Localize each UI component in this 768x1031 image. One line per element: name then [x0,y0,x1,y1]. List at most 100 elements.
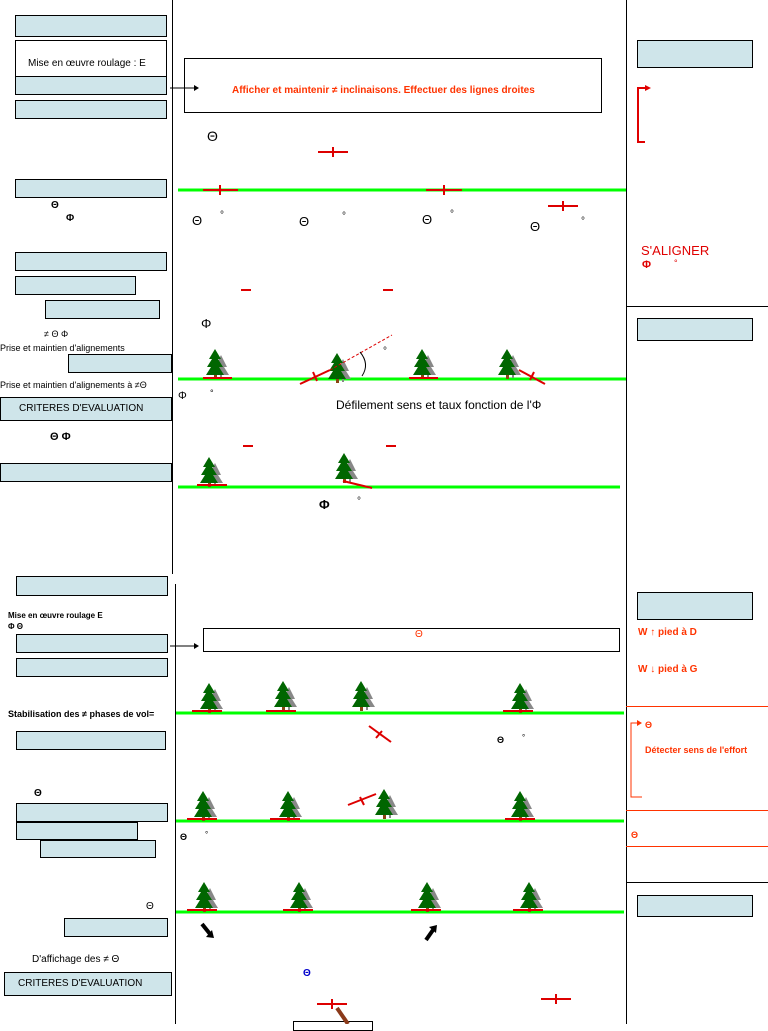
tree-icon [200,683,223,713]
theta-readout-unit: ° [522,733,526,742]
criteres-box-top [0,397,172,421]
phi-label: Φ [66,213,75,224]
banked-wing-right [518,369,546,385]
phi-symbol: Φ [201,316,212,331]
bottom-phi-unit: ° [357,496,361,507]
saligner-phi-sym: Φ [642,259,652,271]
right-divider [626,0,627,1024]
tree-icon [511,683,534,713]
theta-deg-unit: ° [205,830,209,839]
left-box-11 [16,634,168,653]
prise-alignements: Prise et maintien d'alignements [0,343,125,353]
phi-degree-unit: ° [210,388,214,398]
tree-icon [274,681,297,711]
wing-symbol-bottom-2 [541,994,571,1004]
theta-readout-sym: Θ [497,735,505,745]
left-box-10 [16,576,168,596]
left-box-8 [68,354,172,373]
left-box-5 [15,252,167,271]
banked-wing-left [299,369,331,385]
right-separator-red-2 [626,810,768,811]
criteres-label-bottom: CRITERES D'EVALUATION [18,978,143,989]
right-box-2 [637,318,753,341]
bank-angle-arc [359,351,366,377]
left-box-6 [15,276,136,295]
pitch-readout-2-unit: ° [342,211,346,222]
theta-deg-sym: Θ [180,832,188,842]
arrow-to-instruction [170,85,199,91]
pitch-readout-4-unit: ° [581,216,585,227]
up-arrow-icon [424,925,437,942]
pitch-readout-3-sym: Θ [422,212,433,227]
left-box-2 [15,76,167,95]
wing-symbol-4 [548,201,578,211]
pitch-readout-1-sym: Θ [192,213,203,228]
arrow-to-theta-box [170,643,199,649]
climbing-wing-row5 [347,793,377,806]
bottom-phi-sym: Φ [319,497,330,512]
saligner-phi-unit: ° [674,258,678,268]
tree-icon [194,791,217,821]
wing-symbol-1 [318,147,348,157]
left-box-3 [15,100,167,119]
left-box-1 [15,15,167,37]
tree-icon [352,681,375,711]
right-box-3 [637,592,753,620]
theta-left-bottom: Θ [146,901,154,912]
tree-icon [206,349,229,379]
pied-g-text: W ↓ pied à G [638,664,698,675]
tree-icon [200,457,223,487]
left-box-17 [64,918,168,937]
left-box-4 [15,179,167,198]
left-divider-top [172,0,173,574]
saligner-text: S'ALIGNER [641,243,710,258]
left-box-9 [0,463,172,482]
defilement-text: Défilement sens et taux fonction de l'Φ [336,398,542,412]
theta-lower-text: Θ [631,830,639,840]
tree-icon [195,882,218,912]
tree-icon [418,882,441,912]
tree-icon [511,791,534,821]
pitch-readout-1-unit: ° [220,210,224,221]
stabilisation-text: Stabilisation des ≠ phases de vol= [8,709,155,719]
red-bracket-top [637,85,651,143]
left-box-16 [40,840,156,858]
left-box-14 [16,803,168,822]
tree-icon [328,353,351,383]
wing-symbol-3 [426,185,462,195]
pitch-readout-2-sym: Θ [299,214,310,229]
down-arrow-icon [200,922,214,938]
left-box-7 [45,300,160,319]
red-bracket-bottom [630,720,642,798]
theta-blue: Θ [303,968,311,979]
tree-icon [498,349,521,379]
theta-box-label: Θ [415,629,423,640]
criteres-label-top: CRITERES D'EVALUATION [19,403,144,414]
instruction-box [184,58,602,113]
prise-alignements-2: Prise et maintien d'alignements à ≠Θ [0,380,147,390]
left-box-13 [16,731,166,750]
roulage-label-bottom: Mise en œuvre roulage E [8,611,103,620]
brown-pointer [335,1006,350,1024]
phi-degree-sym: Φ [178,390,187,402]
wing-symbol-2 [203,185,238,195]
pitch-readout-4-sym: Θ [530,219,541,234]
tree-icon [520,882,543,912]
tree-icon [375,789,398,819]
pied-d-text: W ↑ pied à D [638,627,697,638]
instruction-text: Afficher et maintenir ≠ inclinaisons. Ef… [232,85,535,96]
theta-arrow-text: Θ [645,720,653,730]
right-box-1 [637,40,753,68]
banked-wing-row3 [342,480,373,489]
theta-box [203,628,620,652]
roulage-label: Mise en œuvre roulage : E [28,58,146,69]
right-box-4 [637,895,753,917]
right-separator-red-1 [626,706,768,707]
tree-icon [413,349,436,379]
tree-icon [290,882,313,912]
wing-symbol-bottom-1 [317,999,347,1009]
pitch-readout-3-unit: ° [450,209,454,220]
left-divider-bottom [175,584,176,1024]
